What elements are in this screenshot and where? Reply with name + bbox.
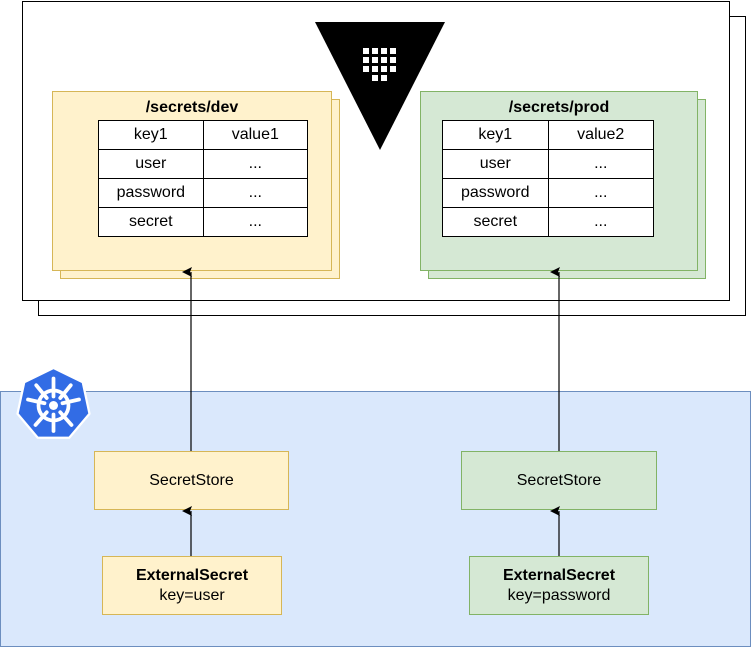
table-cell-value: ... xyxy=(202,149,309,179)
table-cell-key: user xyxy=(442,149,549,179)
table-cell-value: value1 xyxy=(202,120,309,150)
externalsecret-key: key=password xyxy=(507,586,611,604)
dev-secrets-table: key1 value1 user ... password ... secret… xyxy=(98,120,309,237)
prod-secretstore-box: SecretStore xyxy=(461,451,657,510)
kubernetes-helm-icon xyxy=(16,366,91,439)
table-cell-key: user xyxy=(98,149,204,179)
table-cell-value: ... xyxy=(547,207,654,237)
externalsecret-name: ExternalSecret xyxy=(135,566,249,584)
table-row: secret ... xyxy=(442,207,654,237)
dev-externalsecret-box: ExternalSecret key=user xyxy=(102,556,282,615)
table-cell-key: secret xyxy=(442,207,549,237)
table-row: user ... xyxy=(98,149,309,179)
secretstore-label: SecretStore xyxy=(516,471,602,489)
table-cell-value: ... xyxy=(547,149,654,179)
table-row: user ... xyxy=(442,149,654,179)
externalsecret-key: key=user xyxy=(159,586,225,604)
table-row: password ... xyxy=(98,178,309,208)
table-cell-key: key1 xyxy=(98,120,204,150)
externalsecret-name: ExternalSecret xyxy=(502,566,616,584)
table-cell-key: password xyxy=(442,178,549,208)
table-cell-key: secret xyxy=(98,207,204,237)
table-row: secret ... xyxy=(98,207,309,237)
table-row: password ... xyxy=(442,178,654,208)
dev-secrets-title: /secrets/dev xyxy=(145,99,239,116)
table-cell-value: ... xyxy=(202,207,309,237)
prod-externalsecret-box: ExternalSecret key=password xyxy=(469,556,649,615)
table-cell-value: value2 xyxy=(547,120,654,150)
dev-secretstore-box: SecretStore xyxy=(94,451,289,510)
table-row: key1 value1 xyxy=(98,120,309,150)
vault-logo-icon xyxy=(315,22,445,150)
table-cell-value: ... xyxy=(202,178,309,208)
table-cell-key: password xyxy=(98,178,204,208)
table-cell-value: ... xyxy=(547,178,654,208)
secretstore-label: SecretStore xyxy=(149,471,234,489)
table-row: key1 value2 xyxy=(442,120,654,150)
prod-secrets-title: /secrets/prod xyxy=(508,99,610,116)
prod-secrets-table: key1 value2 user ... password ... secret… xyxy=(442,120,654,237)
